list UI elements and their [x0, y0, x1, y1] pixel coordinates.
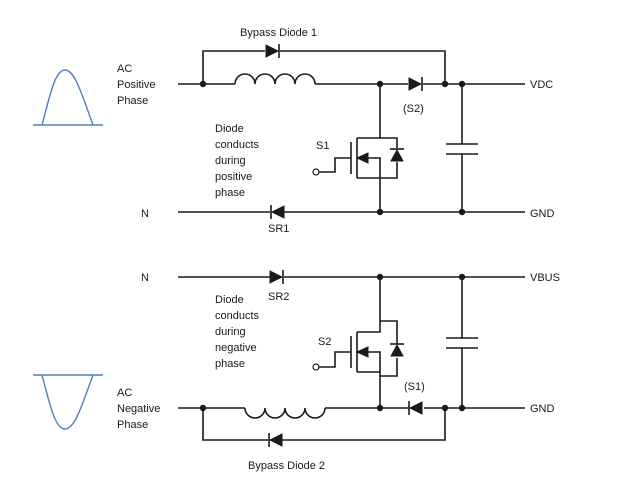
sr2-label: SR2	[268, 291, 289, 303]
bottom-input-label-3: Phase	[117, 419, 148, 431]
top-note-line-4: positive	[215, 171, 252, 183]
top-capacitor	[446, 84, 478, 212]
top-n-label: N	[141, 208, 149, 220]
bottom-note-line-1: Diode	[215, 294, 244, 306]
switch-s1-label: S1	[316, 140, 329, 152]
switch-s2-label: S2	[318, 336, 331, 348]
bypass-diode-2-wire	[202, 408, 446, 441]
bottom-note-line-4: negative	[215, 342, 257, 354]
top-boost-diode-label: (S2)	[403, 103, 424, 115]
vdc-label: VDC	[530, 79, 553, 91]
sr2-diode-icon	[269, 270, 284, 284]
mosfet-s2	[312, 277, 404, 408]
negative-half-wave-icon	[33, 374, 103, 430]
bottom-boost-diode-icon	[408, 401, 423, 415]
bypass-diode-1-icon	[265, 44, 280, 58]
bottom-input-label-2: Negative	[117, 403, 160, 415]
sr1-label: SR1	[268, 223, 289, 235]
sr1-diode-icon	[270, 205, 285, 219]
bottom-note-line-3: during	[215, 326, 246, 338]
top-boost-diode-icon	[408, 77, 423, 91]
bottom-input-label-1: AC	[117, 387, 132, 399]
top-input-label-1: AC	[117, 63, 132, 75]
bottom-inductor	[244, 407, 326, 419]
top-note-line-1: Diode	[215, 123, 244, 135]
top-note-line-5: phase	[215, 187, 245, 199]
top-gnd-label: GND	[530, 208, 555, 220]
bypass-diode-2-label: Bypass Diode 2	[248, 460, 325, 472]
bottom-capacitor	[446, 277, 478, 408]
vbus-label: VBUS	[530, 272, 560, 284]
bottom-boost-diode-label: (S1)	[404, 381, 425, 393]
top-inductor	[234, 73, 316, 85]
bottom-note-line-2: conducts	[215, 310, 260, 322]
top-input-label-3: Phase	[117, 95, 148, 107]
top-note-line-2: conducts	[215, 139, 260, 151]
top-note-line-3: during	[215, 155, 246, 167]
bottom-gnd-label: GND	[530, 403, 555, 415]
bottom-note-line-5: phase	[215, 358, 245, 370]
top-input-label-2: Positive	[117, 79, 156, 91]
bottom-n-label: N	[141, 272, 149, 284]
mosfet-s1	[312, 84, 404, 212]
bypass-diode-1-wire	[202, 50, 446, 84]
top-circuit: AC Positive Phase Bypass Diode 1 VDC N G…	[33, 27, 555, 235]
bypass-diode-2-icon	[268, 433, 283, 447]
bypass-diode-1-label: Bypass Diode 1	[240, 27, 317, 39]
positive-half-wave-icon	[33, 69, 103, 126]
bottom-circuit: AC Negative Phase Bypass Diode 2 VBUS N …	[33, 270, 560, 472]
